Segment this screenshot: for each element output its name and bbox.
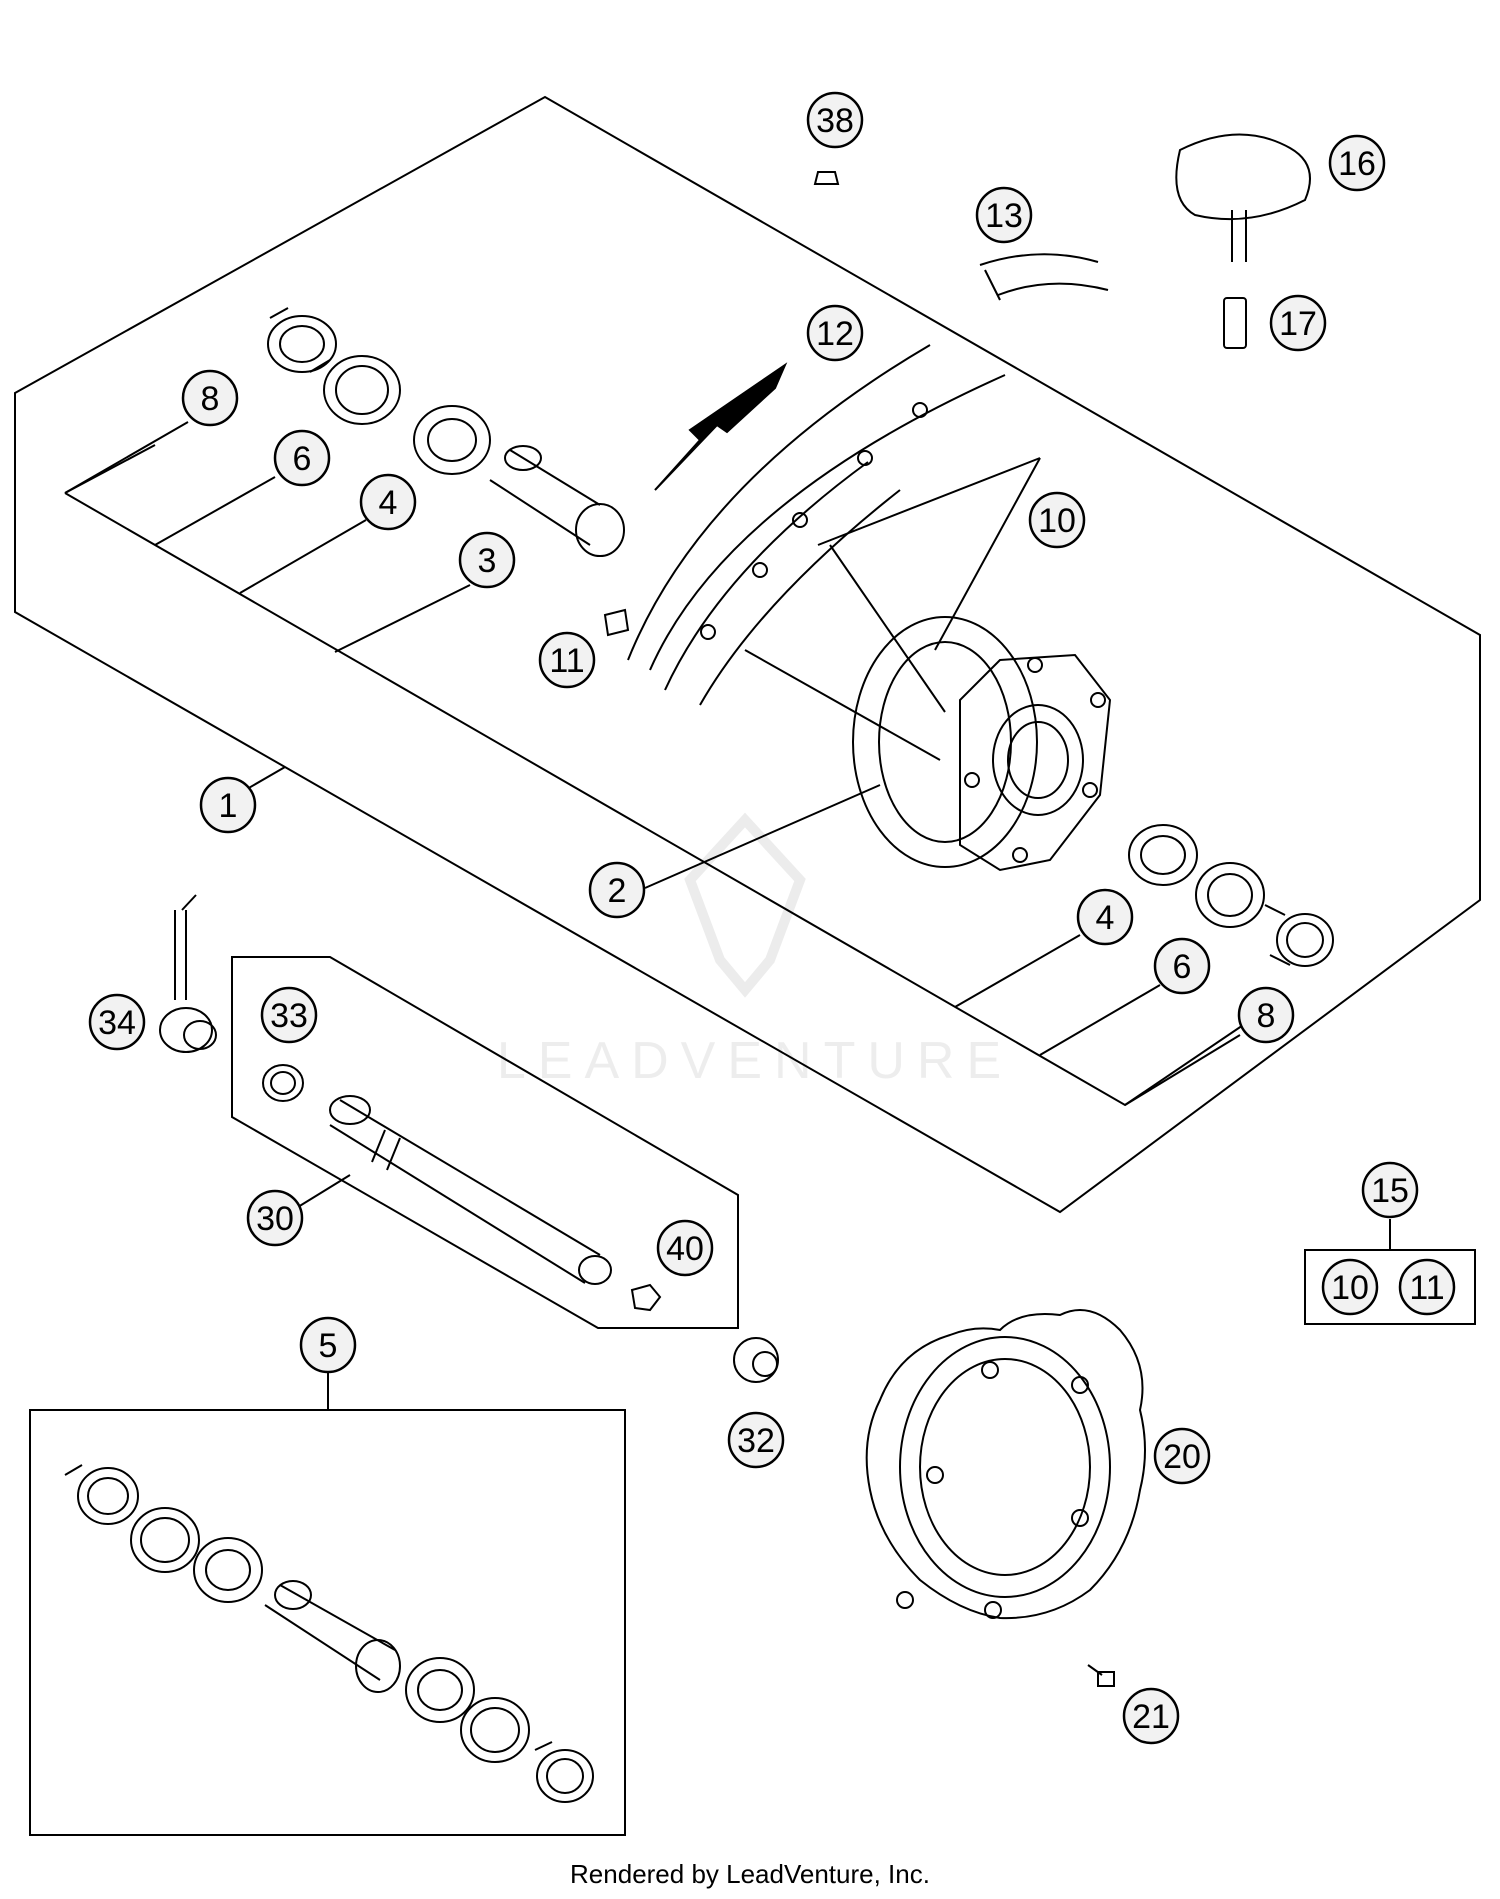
- callout-13: 13: [975, 186, 1033, 244]
- collar-bushing-part: [733, 1337, 779, 1383]
- leadventure-watermark: LEADVENTURE: [497, 812, 1013, 1090]
- inner-tube-part: [1175, 133, 1311, 262]
- bearing-kit-box: [29, 1409, 626, 1836]
- svg-text:10: 10: [1331, 1269, 1369, 1307]
- kit-spacer-sleeve-part: [64, 1464, 139, 1525]
- right-bearing-part: [1128, 824, 1198, 886]
- callout-30: 30: [246, 1189, 304, 1247]
- spoke-nipple-part: [603, 608, 630, 637]
- callout-3: 3: [458, 531, 516, 589]
- svg-text:33: 33: [270, 997, 308, 1035]
- disc-screw-part: [1087, 1664, 1115, 1687]
- svg-text:2: 2: [608, 872, 627, 910]
- svg-text:4: 4: [1096, 899, 1115, 937]
- callout-33: 33: [260, 986, 318, 1044]
- callout-2: 2: [588, 861, 646, 919]
- callout-34: 34: [88, 993, 146, 1051]
- callout-4-right: 4: [1076, 888, 1134, 946]
- svg-text:10: 10: [1038, 502, 1076, 540]
- rim-part: [627, 344, 1006, 706]
- svg-text:13: 13: [985, 197, 1023, 235]
- rotation-arrow-icon: [654, 362, 788, 491]
- kit-bearing-right-part: [405, 1657, 475, 1723]
- svg-text:20: 20: [1163, 1438, 1201, 1476]
- axle-spacer-part: [262, 1064, 304, 1102]
- svg-text:40: 40: [666, 1230, 704, 1268]
- valve-cap-part: [813, 171, 840, 185]
- kit-seal-right-part: [460, 1697, 530, 1763]
- svg-text:3: 3: [478, 542, 497, 580]
- callout-40: 40: [656, 1219, 714, 1277]
- callout-11-top: 11: [538, 631, 596, 689]
- callout-10-top: 10: [1028, 491, 1086, 549]
- callout-17: 17: [1269, 294, 1327, 352]
- callout-12: 12: [806, 304, 864, 362]
- svg-text:1: 1: [219, 787, 238, 825]
- callout-4-top: 4: [359, 473, 417, 531]
- svg-text:6: 6: [293, 440, 312, 478]
- callout-6-top: 6: [273, 429, 331, 487]
- callout-8-top: 8: [181, 369, 239, 427]
- watermark-text: LEADVENTURE: [497, 1032, 1013, 1090]
- callout-6-right: 6: [1153, 937, 1211, 995]
- rim-tape-part: [979, 253, 1109, 301]
- callout-38: 38: [806, 91, 864, 149]
- spacer-sleeve-part: [267, 307, 337, 373]
- callout-15: 15: [1361, 1161, 1419, 1219]
- svg-text:30: 30: [256, 1200, 294, 1238]
- svg-text:34: 34: [98, 1004, 136, 1042]
- axle-nut-part: [630, 1283, 662, 1312]
- svg-text:32: 32: [737, 1422, 775, 1460]
- right-spacer-sleeve-part: [1264, 904, 1334, 967]
- hub-spacer-tube-part: [489, 445, 625, 557]
- svg-text:8: 8: [201, 380, 220, 418]
- kit-seal-part: [130, 1507, 200, 1573]
- shaft-seal-ring-part: [323, 355, 401, 425]
- spokes-part: [744, 457, 1041, 761]
- leader-lines-left: [64, 421, 1241, 1106]
- svg-text:15: 15: [1371, 1172, 1409, 1210]
- kit-bearing-part: [193, 1537, 263, 1603]
- svg-text:11: 11: [1409, 1269, 1444, 1307]
- footer-credit: Rendered by LeadVenture, Inc.: [570, 1859, 930, 1889]
- hub-part: [852, 616, 1112, 872]
- svg-text:6: 6: [1173, 948, 1192, 986]
- svg-text:11: 11: [549, 642, 584, 680]
- callout-5: 5: [299, 1316, 357, 1374]
- svg-text:4: 4: [379, 484, 398, 522]
- brake-disc-part: [865, 1309, 1146, 1620]
- main-assembly-outline: [14, 95, 1481, 1214]
- callout-32: 32: [727, 1411, 785, 1469]
- svg-text:16: 16: [1338, 145, 1376, 183]
- svg-text:38: 38: [816, 102, 854, 140]
- callout-21: 21: [1122, 1687, 1180, 1745]
- kit-spacer-sleeve-right-part: [534, 1741, 594, 1803]
- callout-20: 20: [1153, 1427, 1211, 1485]
- bearing-part: [413, 405, 491, 475]
- axle-kit-outline: [231, 956, 739, 1329]
- callout-10-kit: 10: [1321, 1258, 1379, 1316]
- callouts: 38 16 13 17 12 8 6 4 3 10 11 1 2 4 6 8 3…: [88, 91, 1456, 1745]
- svg-text:12: 12: [816, 315, 854, 353]
- callout-16: 16: [1328, 134, 1386, 192]
- callout-1: 1: [199, 776, 257, 834]
- callout-11-kit: 11: [1398, 1258, 1456, 1316]
- valve-nut-part: [1223, 297, 1247, 349]
- valve-stem-part: [159, 894, 217, 1053]
- svg-text:17: 17: [1279, 305, 1317, 343]
- svg-text:5: 5: [319, 1327, 338, 1365]
- svg-text:21: 21: [1132, 1698, 1170, 1736]
- callout-8-right: 8: [1237, 986, 1295, 1044]
- right-seal-part: [1195, 862, 1265, 928]
- wheel-axle-part: [329, 1095, 612, 1285]
- kit-spacer-tube-part: [264, 1580, 401, 1693]
- svg-text:8: 8: [1257, 997, 1276, 1035]
